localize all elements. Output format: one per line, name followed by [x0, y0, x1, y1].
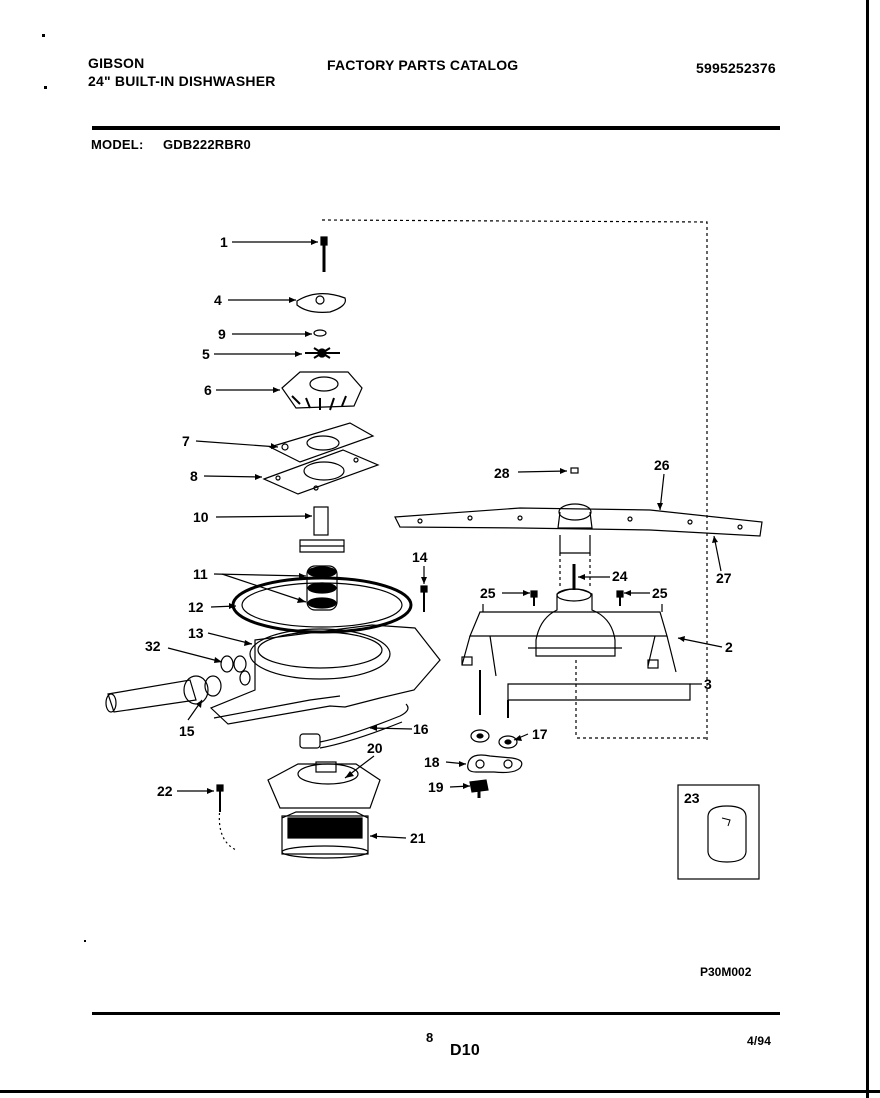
part-16-clamp [299, 703, 409, 749]
brand-name: GIBSON [88, 55, 145, 71]
label-part-15: 15 [179, 723, 195, 739]
part-28-cap [570, 467, 579, 474]
part-23-inset-box [677, 784, 760, 880]
revision-date: 4/94 [747, 1034, 772, 1048]
label-part-25-right: 25 [652, 585, 668, 601]
assembly-boundary-line [321, 219, 708, 740]
part-1-screw [320, 236, 328, 272]
figure-code: P30M002 [700, 965, 752, 979]
page-border-right [866, 0, 869, 1098]
label-part-5: 5 [202, 346, 210, 362]
model-number: GDB222RBR0 [163, 137, 251, 152]
label-part-14: 14 [412, 549, 428, 565]
page-border-bottom [0, 1090, 880, 1093]
label-part-6: 6 [204, 382, 212, 398]
part-7-gasket [268, 422, 375, 463]
label-part-20: 20 [367, 740, 383, 756]
page-code: D10 [450, 1042, 480, 1059]
part-6-impeller [281, 371, 363, 411]
label-part-28: 28 [494, 465, 510, 481]
part-13-housing [209, 624, 441, 725]
label-part-8: 8 [190, 468, 198, 484]
label-part-23: 23 [684, 790, 700, 806]
catalog-number: 5995252376 [696, 60, 776, 76]
spray-arm-support-hub [528, 588, 622, 657]
label-part-32: 32 [145, 638, 161, 654]
part-5-clip [305, 347, 340, 359]
label-part-10: 10 [193, 509, 209, 525]
part-25-screws [530, 590, 624, 606]
label-part-25-left: 25 [480, 585, 496, 601]
product-name: 24" BUILT-IN DISHWASHER [88, 73, 276, 89]
label-part-16: 16 [413, 721, 429, 737]
part-19-nut [469, 779, 489, 798]
catalog-title: FACTORY PARTS CATALOG [327, 57, 519, 73]
label-part-3: 3 [704, 676, 712, 692]
part-8-plate [262, 449, 380, 495]
part-21-motor [281, 811, 369, 859]
label-part-27: 27 [716, 570, 732, 586]
label-part-12: 12 [188, 599, 204, 615]
part-23-cup [707, 805, 747, 863]
part-9-ring [313, 329, 327, 337]
header-divider [92, 126, 780, 130]
label-part-18: 18 [424, 754, 440, 770]
footer-divider [92, 1012, 780, 1015]
label-part-1: 1 [220, 234, 228, 250]
part-14-screw [420, 585, 428, 612]
label-part-4: 4 [214, 292, 222, 308]
label-part-2: 2 [725, 639, 733, 655]
part-20-motor-top [267, 761, 381, 809]
page-number: 8 [426, 1030, 434, 1045]
part-10-shaft [299, 506, 345, 553]
label-part-7: 7 [182, 433, 190, 449]
part-32-fittings [220, 655, 251, 686]
part-11-seal [306, 565, 338, 611]
part-17-washers [470, 729, 518, 749]
part-4-cap [296, 293, 347, 313]
label-part-22: 22 [157, 783, 173, 799]
label-part-21: 21 [410, 830, 426, 846]
label-part-13: 13 [188, 625, 204, 641]
part-22-screw [216, 784, 224, 812]
part-15-hose [105, 675, 222, 713]
label-part-17: 17 [532, 726, 548, 742]
part-3-wire [507, 683, 691, 701]
label-part-9: 9 [218, 326, 226, 342]
part-2-bracket [461, 604, 677, 677]
part-18-link [467, 754, 523, 774]
label-part-24: 24 [612, 568, 628, 584]
part-26-spray-arm [394, 503, 763, 554]
label-part-26: 26 [654, 457, 670, 473]
model-label: MODEL: [91, 137, 144, 152]
label-part-19: 19 [428, 779, 444, 795]
label-part-11: 11 [193, 566, 208, 582]
